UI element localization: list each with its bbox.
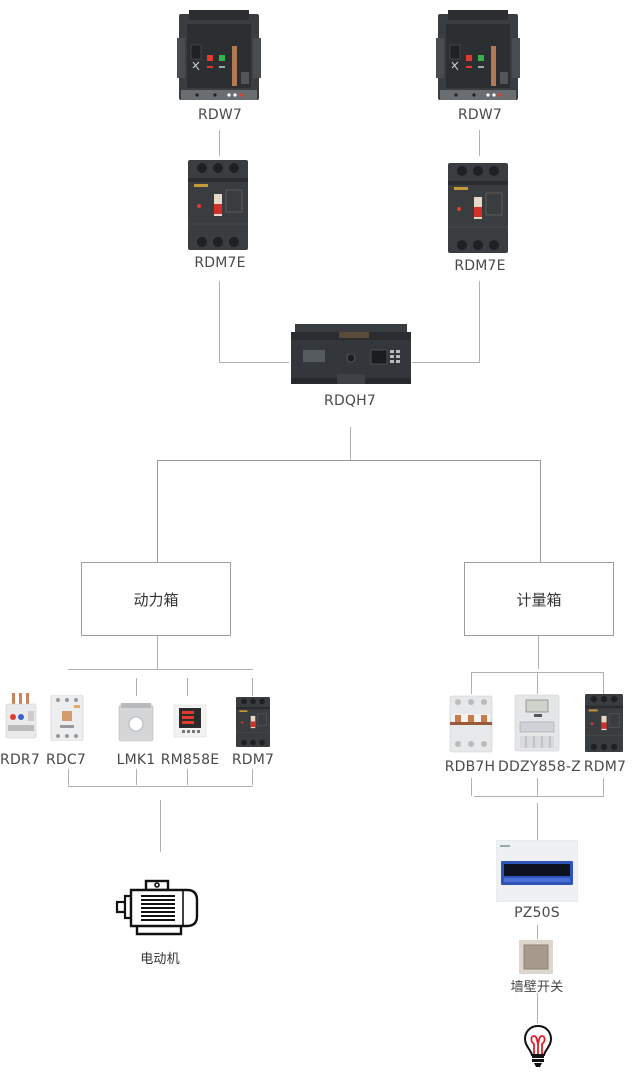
rdw7-left-device[interactable] <box>177 10 263 102</box>
miniature-circuit-breaker-icon <box>449 695 493 753</box>
wall-switch-label: 墙壁开关 <box>510 980 564 995</box>
rdm7-meter-label: RDM7 <box>583 759 627 775</box>
connector-line <box>471 778 472 796</box>
connector-line <box>187 678 188 696</box>
rdm7-meter-device[interactable] <box>585 694 623 752</box>
rdm7e-left-device[interactable] <box>188 160 250 252</box>
connector-line <box>136 678 137 696</box>
rdb7h-label: RDB7H <box>444 759 496 775</box>
air-circuit-breaker-icon <box>436 10 521 101</box>
connector-line <box>219 362 289 363</box>
contactor-icon <box>50 695 84 741</box>
connector-line <box>479 130 480 156</box>
meter-box-label: 计量箱 <box>516 590 562 609</box>
connector-line <box>219 281 220 362</box>
wall-switch-icon <box>519 940 553 974</box>
rdqh7-device[interactable] <box>289 322 413 388</box>
rdr7-label: RDR7 <box>0 752 40 768</box>
connector-line <box>537 778 538 796</box>
rdqh7-label: RDQH7 <box>324 393 376 409</box>
connector-line <box>68 786 253 787</box>
motor-device[interactable] <box>115 878 199 938</box>
connector-line <box>219 130 220 156</box>
connector-line <box>252 769 253 785</box>
connector-line <box>157 460 541 461</box>
wall-switch-device[interactable] <box>519 940 553 974</box>
connector-line <box>187 769 188 785</box>
rm858e-device[interactable] <box>173 704 207 738</box>
rdw7-right-device[interactable] <box>436 10 522 102</box>
lmk1-label: LMK1 <box>116 752 156 768</box>
pz50s-device[interactable] <box>496 840 578 902</box>
molded-case-circuit-breaker-icon <box>236 697 270 747</box>
connector-line <box>471 672 472 694</box>
thermal-overload-relay-icon <box>5 693 37 739</box>
molded-case-circuit-breaker-icon <box>585 694 623 752</box>
meter-box[interactable]: 计量箱 <box>464 562 614 636</box>
lmk1-device[interactable] <box>118 703 154 743</box>
lamp-device[interactable] <box>523 1024 553 1070</box>
connector-line <box>537 993 538 1023</box>
molded-case-circuit-breaker-icon <box>448 163 509 254</box>
motor-label: 电动机 <box>140 952 180 967</box>
connector-line <box>68 769 69 785</box>
electricity-meter-icon <box>514 694 560 752</box>
connector-line <box>538 635 539 669</box>
rdm7-power-device[interactable] <box>236 697 270 747</box>
ddzy858-z-device[interactable] <box>514 694 560 752</box>
connector-line <box>603 778 604 796</box>
air-circuit-breaker-icon <box>177 10 262 101</box>
distribution-box-icon <box>496 840 578 902</box>
rdm7e-right-device[interactable] <box>448 163 510 255</box>
ddzy858-z-label: DDZY858-Z <box>498 759 581 775</box>
connector-line <box>350 427 351 461</box>
current-transformer-icon <box>118 703 154 742</box>
connector-line <box>540 460 541 563</box>
connector-line <box>157 460 158 563</box>
rdm7e-right-label: RDM7E <box>454 258 506 274</box>
connector-line <box>603 672 604 694</box>
connector-line <box>68 669 253 670</box>
connector-line <box>537 925 538 939</box>
pz50s-label: PZ50S <box>514 905 560 921</box>
rdm7-power-label: RDM7 <box>231 752 275 768</box>
connector-line <box>157 635 158 669</box>
connector-line <box>474 796 604 797</box>
rdr7-device[interactable] <box>4 693 38 739</box>
automatic-transfer-switch-icon <box>291 324 411 384</box>
connector-line <box>537 672 538 694</box>
molded-case-circuit-breaker-icon <box>188 160 249 251</box>
connector-line <box>160 800 161 852</box>
connector-line <box>252 678 253 696</box>
rm858e-label: RM858E <box>160 752 220 768</box>
rdm7e-left-label: RDM7E <box>194 255 246 271</box>
rdb7h-device[interactable] <box>448 694 494 754</box>
power-box[interactable]: 动力箱 <box>81 562 231 636</box>
connector-line <box>136 769 137 785</box>
power-box-label: 动力箱 <box>133 590 179 609</box>
electric-motor-icon <box>115 879 199 936</box>
power-meter-icon <box>173 704 207 738</box>
rdc7-label: RDC7 <box>46 752 86 768</box>
connector-line <box>537 803 538 840</box>
light-bulb-icon <box>523 1024 553 1067</box>
rdw7-right-label: RDW7 <box>457 107 503 123</box>
connector-line <box>479 281 480 362</box>
rdw7-left-label: RDW7 <box>197 107 243 123</box>
rdc7-device[interactable] <box>50 695 84 741</box>
connector-line <box>412 362 480 363</box>
